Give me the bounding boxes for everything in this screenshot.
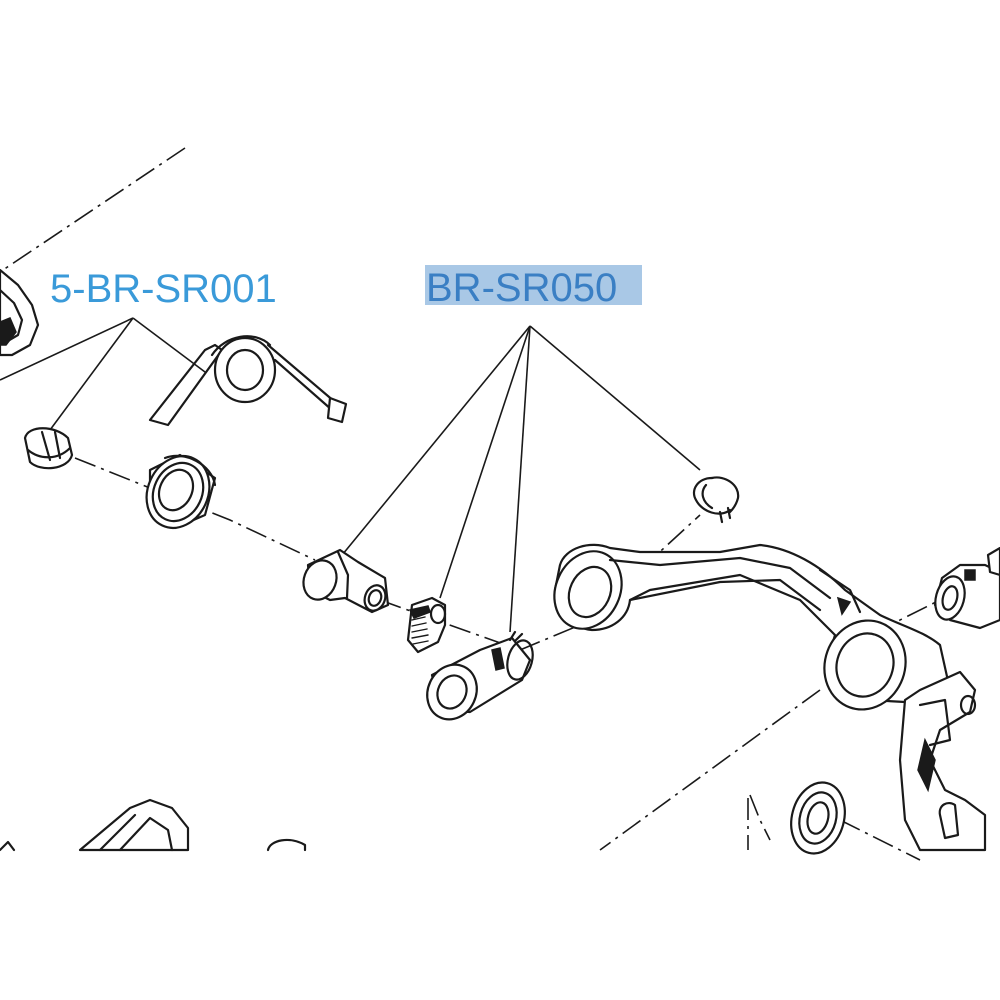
callout-5-br-sr001[interactable]: 5-BR-SR001	[50, 267, 277, 311]
text-selection-highlight	[425, 265, 642, 305]
flat-washer	[790, 781, 846, 855]
leader-line-right-4	[529, 325, 701, 471]
leader-line-right-2	[439, 325, 531, 599]
pivot-pin	[302, 548, 390, 614]
leader-line-right-1	[337, 325, 531, 561]
barrel-nut	[426, 630, 534, 721]
retaining-c-clip	[692, 476, 740, 524]
bushing-sleeve	[145, 453, 217, 530]
assembly-axis-upper-left	[0, 147, 186, 273]
assembly-axis-washer	[749, 794, 921, 861]
leader-line-left-3	[132, 317, 206, 373]
partial-part-bottom-edge	[0, 840, 16, 852]
part-number-label-left: 5-BR-SR001	[50, 267, 277, 311]
leader-line-left-1	[0, 317, 134, 381]
spring-clip	[23, 427, 74, 470]
callout-br-sr050[interactable]: BR-SR050	[425, 265, 642, 310]
torsion-spring	[148, 335, 348, 427]
mounting-bolt	[933, 563, 1000, 630]
brake-arm-partial-top-left	[0, 268, 40, 357]
part-number-label-right: BR-SR050	[426, 266, 617, 310]
brake-pad-partial-bottom-left	[78, 798, 190, 852]
leader-line-left-2	[49, 317, 134, 431]
serrated-adjust-plate	[406, 596, 447, 654]
partial-part-bottom-center	[266, 838, 307, 852]
bolt-head-top-right	[986, 546, 1000, 577]
brake-arm-main	[553, 543, 987, 852]
leader-line-right-3	[509, 325, 531, 633]
